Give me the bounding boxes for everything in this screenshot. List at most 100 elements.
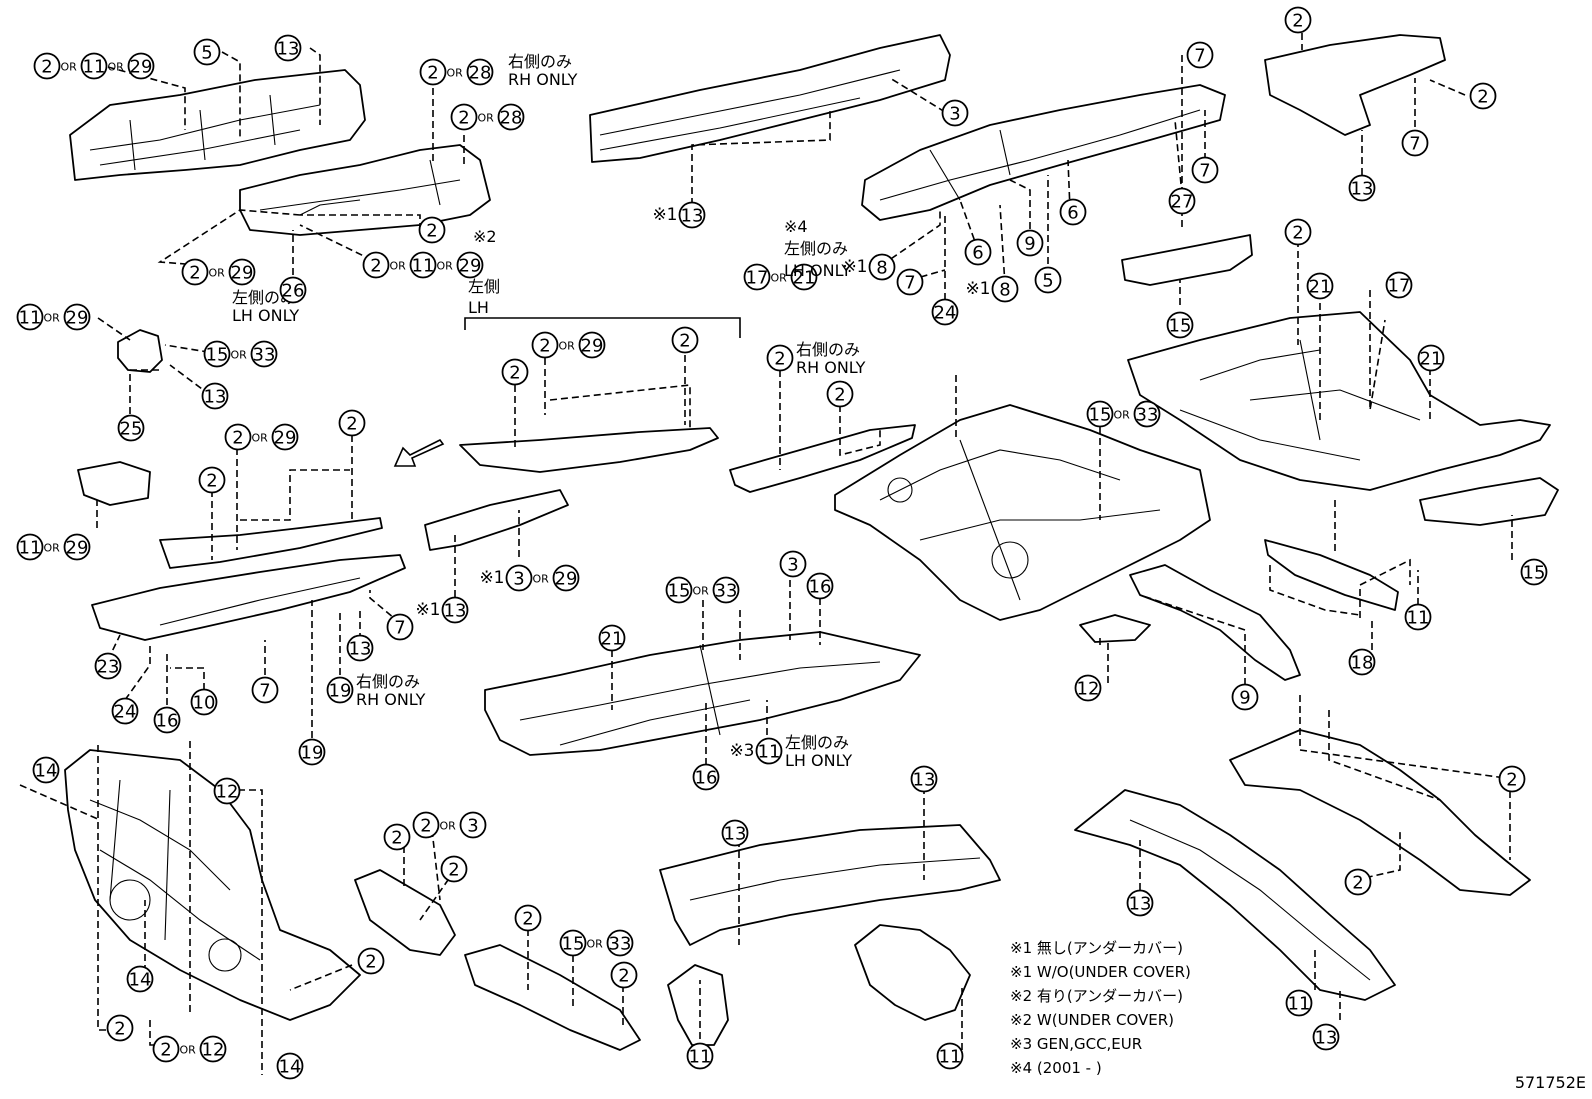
part-number: 2 — [539, 336, 550, 357]
callout-18: 18 — [1348, 648, 1376, 676]
callout-circle — [1520, 558, 1548, 586]
part-number: 11 — [1288, 994, 1311, 1015]
callout-circle — [224, 423, 252, 451]
callout-27: 27 — [1168, 187, 1196, 215]
or-label: OR — [231, 349, 248, 362]
callout-prefix: ※1 — [965, 279, 990, 299]
callout-prefix: ※3 — [729, 741, 754, 761]
callout-circle — [152, 1035, 180, 1063]
part-number: 11 — [939, 1047, 962, 1068]
front-floor-cross-lower-part — [464, 944, 641, 1051]
callout-note: RH ONLY — [356, 690, 426, 709]
part-number: 7 — [1409, 134, 1420, 155]
legend: ※1 無し(アンダーカバー) ※1 W/O(UNDER COVER) ※2 有り… — [1010, 939, 1191, 1077]
callout-circle — [501, 358, 529, 386]
callout-circle — [505, 564, 533, 592]
part-number: 10 — [193, 693, 216, 714]
callout-circle — [16, 303, 44, 331]
callout-9: 9 — [1231, 683, 1259, 711]
rear-floor-extension-part — [1419, 477, 1559, 526]
part-number: 21 — [793, 268, 816, 289]
or-label: OR — [440, 820, 457, 833]
callout-circle — [450, 103, 478, 131]
part-number: 7 — [394, 618, 405, 639]
bracket-part — [117, 329, 163, 373]
part-number: 18 — [1351, 653, 1374, 674]
callout-circle — [1312, 1023, 1340, 1051]
callout-circle — [201, 382, 229, 410]
front-side-member-part — [239, 144, 491, 236]
or-label: OR — [693, 585, 710, 598]
callout-circle — [1401, 129, 1429, 157]
callout-circle — [1469, 82, 1497, 110]
callout-circle — [598, 624, 626, 652]
part-number: 24 — [114, 702, 137, 723]
callout-circle — [991, 275, 1019, 303]
callout-9: 9 — [1016, 229, 1044, 257]
part-number: 11 — [19, 538, 42, 559]
callout-11: 11 — [1404, 603, 1432, 631]
part-number: 13 — [1351, 179, 1374, 200]
callout-7: 7 — [1191, 156, 1219, 184]
part-number: 7 — [1199, 161, 1210, 182]
part-number: 3 — [513, 569, 524, 590]
part-number: 23 — [97, 657, 120, 678]
part-number: 13 — [724, 824, 747, 845]
callout-2: 2 — [514, 904, 542, 932]
part-number: 16 — [156, 711, 179, 732]
part-number: 2 — [420, 816, 431, 837]
callout-8: ※1 8 — [965, 275, 1019, 303]
callout-circle — [1034, 266, 1062, 294]
callout-2: 2 — [1344, 868, 1372, 896]
callout-12: 12 — [213, 777, 241, 805]
callout-circle — [1126, 889, 1154, 917]
part-number: 29 — [231, 263, 254, 284]
callout-circle — [552, 564, 580, 592]
part-number: 8 — [999, 280, 1010, 301]
callout-circle — [153, 706, 181, 734]
callout-3: 3 — [941, 99, 969, 127]
callout-13: 13 — [1312, 1023, 1340, 1051]
part-number: 8 — [876, 258, 887, 279]
callout-circle — [63, 533, 91, 561]
floor-brace-lh-part — [667, 964, 729, 1046]
callout-circle — [228, 258, 256, 286]
callout-2: 2 — [357, 947, 385, 975]
callout-note: 左側のみ — [785, 733, 849, 752]
or-label: OR — [209, 267, 226, 280]
part-number: 11 — [83, 57, 106, 78]
callout-circle — [419, 58, 447, 86]
rear-floor-side-part — [1229, 729, 1531, 896]
rear-side-member-upper-part — [861, 84, 1226, 221]
or-label: OR — [180, 1044, 197, 1057]
part-number: 2 — [1292, 11, 1303, 32]
callout-14: 14 — [276, 1052, 304, 1080]
rear-side-member-lower-rh-part — [1074, 789, 1396, 1001]
part-number: 2 — [426, 221, 437, 242]
part-number: 2 — [618, 966, 629, 987]
part-number: 15 — [206, 345, 229, 366]
callout-19: 19 — [298, 738, 326, 766]
callout-circle — [279, 276, 307, 304]
rear-crossmember-bracket-part — [1264, 34, 1446, 136]
callout-13: 13 — [201, 382, 229, 410]
rear-side-member-lower-part — [1264, 539, 1399, 611]
part-number: 14 — [129, 970, 152, 991]
callout-circle — [1348, 174, 1376, 202]
callout-2: 2 — [338, 409, 366, 437]
or-label: OR — [44, 312, 61, 325]
callout-24: 24 — [931, 298, 959, 326]
bracket-small-part — [77, 461, 151, 506]
part-number: 21 — [1420, 349, 1443, 370]
callout-circle — [931, 298, 959, 326]
part-number: 15 — [562, 934, 585, 955]
or-label: OR — [771, 272, 788, 285]
callout-circle — [418, 216, 446, 244]
callout-7: 7 — [386, 613, 414, 641]
callout-23: 23 — [94, 652, 122, 680]
